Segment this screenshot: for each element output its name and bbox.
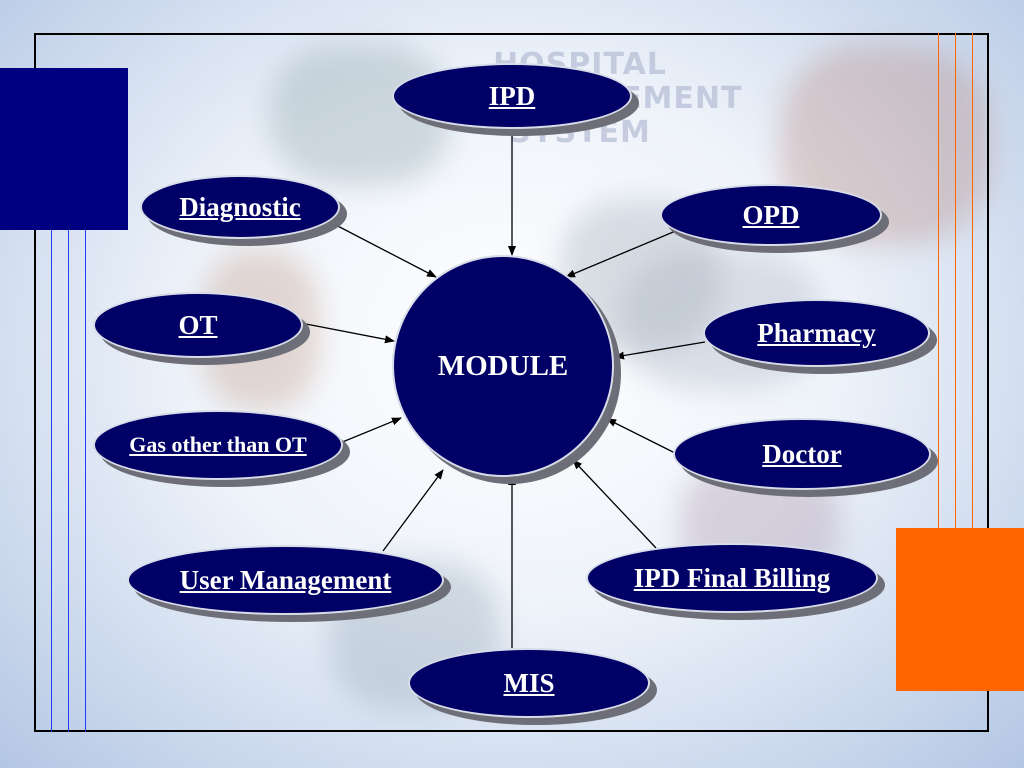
decorative-orange-line-1 [938,33,939,528]
node-mis[interactable]: MIS [408,648,650,718]
node-pharmacy-label[interactable]: Pharmacy [757,317,876,348]
node-gas-other-than-ot-label[interactable]: Gas other than OT [129,432,307,457]
arrow-diagnostic [329,221,437,278]
arrow-doctor [606,418,676,454]
node-ipd-final-billing[interactable]: IPD Final Billing [586,543,878,613]
node-pharmacy[interactable]: Pharmacy [703,299,930,367]
node-diagnostic-label[interactable]: Diagnostic [179,191,301,222]
decorative-orange-block [896,528,1024,691]
node-ot-label[interactable]: OT [178,309,218,340]
node-diagnostic[interactable]: Diagnostic [140,175,340,239]
center-module-node: MODULE [392,255,614,477]
node-gas-other-than-ot[interactable]: Gas other than OT [93,410,343,480]
arrow-ot [305,323,395,344]
arrow-opd [565,229,679,278]
decorative-blue-line-3 [85,230,86,732]
arrow-ipd-final-billing [572,459,657,549]
arrow-gas [339,417,402,444]
node-opd-label[interactable]: OPD [742,199,800,230]
node-ipd-label[interactable]: IPD [488,80,536,111]
decorative-orange-line-3 [972,33,973,528]
node-ipd-final-billing-label[interactable]: IPD Final Billing [633,562,831,593]
node-user-management-label[interactable]: User Management [179,564,392,595]
node-ipd[interactable]: IPD [392,63,632,129]
slide-frame [34,33,989,732]
decorative-blue-block [0,68,128,230]
decorative-blue-line-2 [68,230,69,732]
node-opd[interactable]: OPD [660,184,882,246]
node-mis-label[interactable]: MIS [503,667,555,698]
arrow-user-management [382,469,444,552]
node-doctor-label[interactable]: Doctor [762,438,842,469]
node-doctor[interactable]: Doctor [673,418,931,490]
center-module-label: MODULE [437,349,569,382]
node-user-management[interactable]: User Management [127,545,444,615]
node-ot[interactable]: OT [93,292,303,358]
decorative-blue-line-1 [51,230,52,732]
decorative-orange-line-2 [955,33,956,528]
arrow-pharmacy [614,341,706,360]
